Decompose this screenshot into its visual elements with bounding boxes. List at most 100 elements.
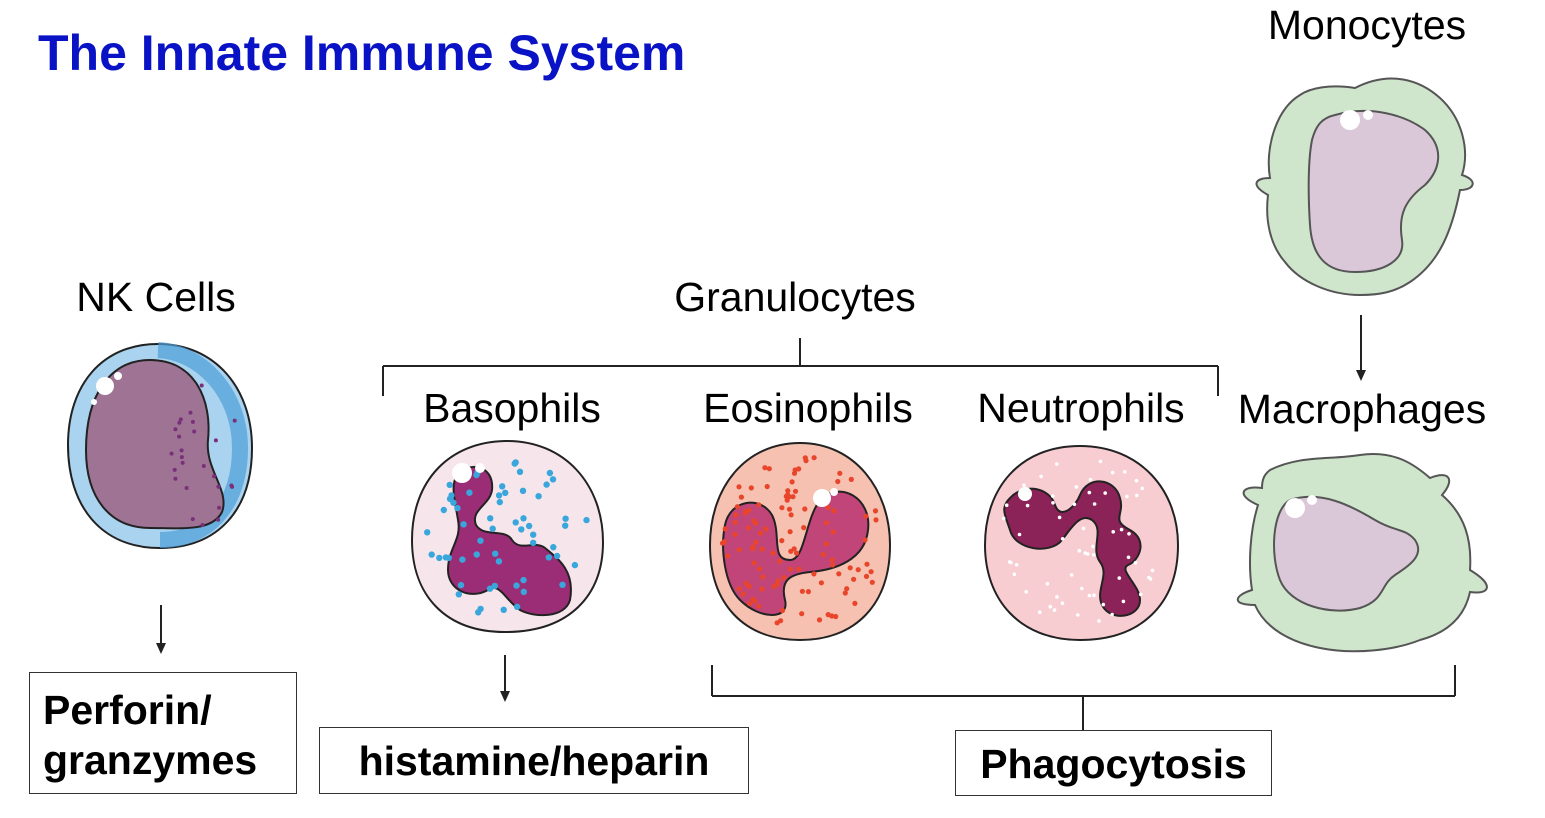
granule-dot <box>1111 530 1115 534</box>
granule-dot <box>550 544 557 551</box>
granule-dot <box>837 470 843 476</box>
granule-dot <box>835 478 841 485</box>
granule-dot <box>559 581 566 588</box>
granule-dot <box>457 581 465 589</box>
granule-dot <box>1024 590 1028 594</box>
granule-dot <box>1092 593 1096 597</box>
granule-dot <box>1051 501 1055 505</box>
granule-dot <box>790 494 796 500</box>
granule-dot <box>801 525 807 531</box>
granule-dot <box>1060 537 1065 541</box>
macrophages-label: Macrophages <box>1237 386 1487 432</box>
granule-dot <box>1087 593 1092 598</box>
granule-dot <box>862 537 868 543</box>
granule-dot <box>791 470 798 476</box>
page-title: The Innate Immune System <box>38 25 686 81</box>
granule-dot <box>466 489 473 496</box>
granule-dot <box>192 429 197 434</box>
granule-dot <box>872 508 879 514</box>
granule-dot <box>746 600 753 607</box>
granule-dot <box>842 590 848 596</box>
granule-dot <box>1012 572 1017 577</box>
granule-dot <box>1097 619 1101 623</box>
granule-dot <box>535 493 542 500</box>
granule-dot <box>811 571 817 577</box>
granule-dot <box>459 556 466 563</box>
granule-dot <box>428 551 435 558</box>
granule-dot <box>864 561 870 567</box>
granule-dot <box>1080 586 1084 591</box>
perforin-granzymes-box: Perforin/ granzymes <box>29 672 297 794</box>
granule-dot <box>1119 527 1124 532</box>
granule-dot <box>496 498 503 506</box>
granule-dot <box>446 481 453 489</box>
granule-dot <box>848 476 854 482</box>
granule-dot <box>788 512 794 518</box>
granule-dot <box>424 529 431 536</box>
granule-dot <box>787 529 793 535</box>
granule-dot <box>486 585 494 592</box>
granule-dot <box>759 586 765 592</box>
granule-dot <box>852 600 858 607</box>
granule-dot <box>1098 459 1103 464</box>
granule-dot <box>543 481 550 488</box>
granule-dot <box>448 492 455 499</box>
granule-dot <box>1087 490 1092 495</box>
granule-dot <box>789 479 795 485</box>
granule-dot <box>770 550 776 556</box>
granule-dot <box>1074 485 1079 489</box>
granule-dot <box>1060 601 1065 605</box>
granule-dot <box>786 506 793 512</box>
granule-dot <box>1001 516 1006 521</box>
granule-dot <box>781 574 787 581</box>
granule-dot <box>1140 486 1145 491</box>
granule-dot <box>722 526 728 532</box>
granule-dot <box>177 434 182 439</box>
granule-dot <box>1092 553 1096 557</box>
granule-dot <box>855 567 861 573</box>
granule-dot <box>473 471 480 479</box>
granule-dot <box>212 474 216 479</box>
granule-dot <box>1009 560 1013 565</box>
granulocytes-label: Granulocytes <box>674 274 916 320</box>
granule-dot <box>1051 494 1055 498</box>
granule-dot <box>1055 595 1059 599</box>
granule-dot <box>440 506 447 514</box>
granule-dot <box>455 591 462 598</box>
granule-dot <box>725 553 731 559</box>
basophils-label: Basophils <box>423 385 601 431</box>
phagocytosis-bracket <box>711 665 1456 730</box>
granule-dot <box>216 517 221 522</box>
granule-dot <box>516 468 524 475</box>
granule-dot <box>512 459 519 466</box>
granule-dot <box>1025 503 1030 508</box>
granule-dot <box>499 483 506 490</box>
neutrophil-cell-icon <box>983 444 1180 642</box>
granule-dot <box>802 506 808 512</box>
granule-dot <box>863 513 869 519</box>
basophil-arrow <box>500 655 510 702</box>
granule-dot <box>734 504 741 510</box>
granule-dot <box>777 558 783 564</box>
granule-dot <box>738 494 745 500</box>
granule-dot <box>491 582 498 590</box>
granule-dot <box>184 486 189 490</box>
granule-dot <box>779 607 786 614</box>
granule-dot <box>562 522 569 529</box>
nk-cells-label: NK Cells <box>76 274 236 320</box>
granule-dot <box>473 551 480 558</box>
granule-dot <box>799 611 805 617</box>
granule-dot <box>732 519 738 526</box>
granule-dot <box>513 582 520 589</box>
granule-dot <box>200 523 205 527</box>
granule-dot <box>502 489 509 496</box>
granule-dot <box>445 554 452 562</box>
granule-dot <box>525 522 533 530</box>
granule-dot <box>1072 502 1077 507</box>
granule-dot <box>495 558 503 565</box>
granule-dot <box>512 519 519 526</box>
granule-dot <box>450 499 457 506</box>
granule-dot <box>1088 477 1093 482</box>
granule-dot <box>571 561 579 569</box>
granule-dot <box>805 589 812 595</box>
